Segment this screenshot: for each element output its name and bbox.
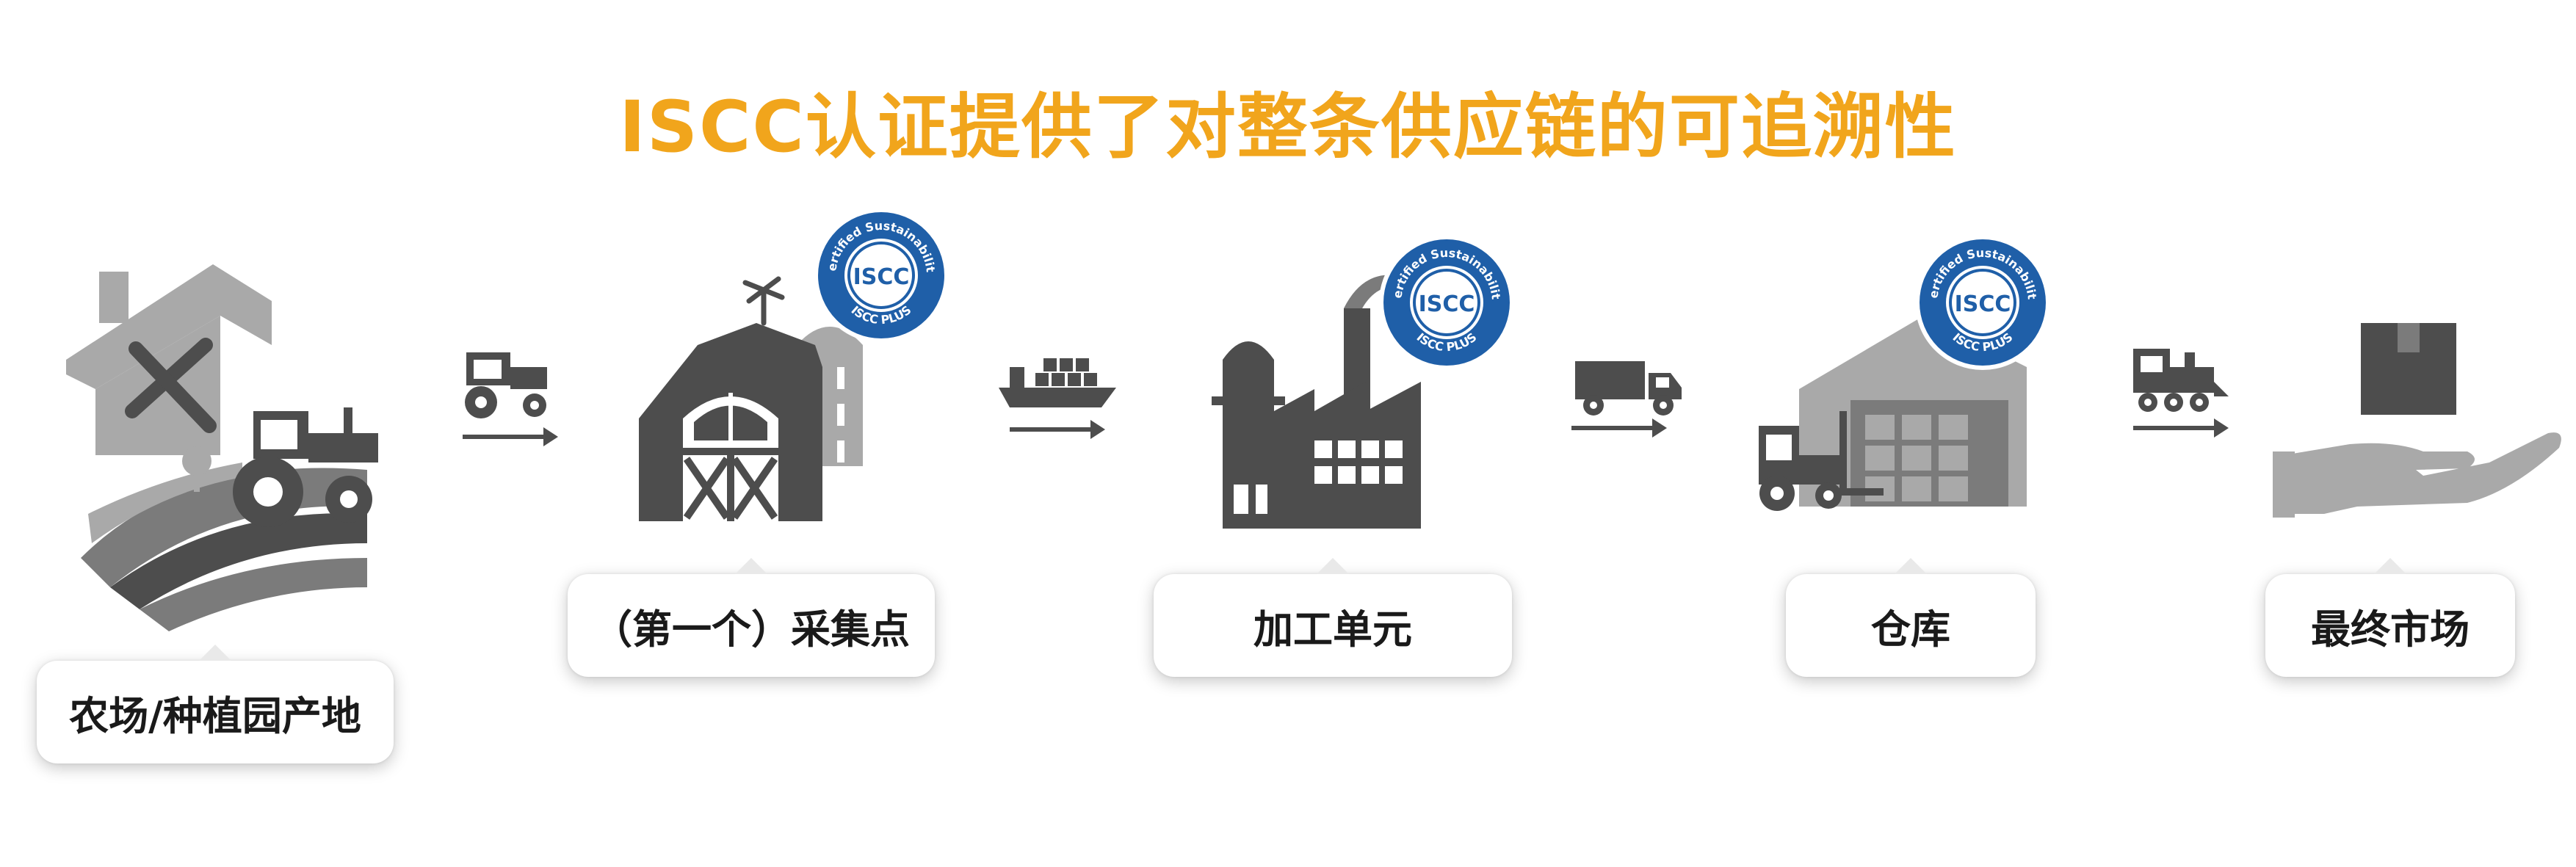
truck-icon [1575,361,1682,416]
diagram-title: ISCC认证提供了对整条供应链的可追溯性 [619,86,1957,168]
iscc-seal-2: ISCC Certified Sustainability ISCC PLUS [1378,233,1516,371]
iscc-seal-3: ISCC Certified Sustainability ISCC PLUS [1914,233,2052,371]
stage-label-processing-unit: 加工单元 [1154,558,1512,677]
stage-label-warehouse: 仓库 [1786,558,2036,677]
seal-center-text: ISCC [1419,291,1475,317]
stage-label-farm: 农场/种植园产地 [37,645,394,763]
farm-icon [66,264,378,631]
arrow-4 [2133,418,2229,438]
arrow-1 [463,427,558,446]
seal-center-text: ISCC [853,264,910,290]
train-icon [2133,349,2229,412]
ship-icon [999,358,1116,407]
stage-label-collection-point: （第一个）采集点 [568,558,935,677]
arrow-3 [1571,418,1667,438]
seal-center-text: ISCC [1955,291,2011,317]
market-hand-icon [2273,323,2561,518]
factory-icon [1212,258,1439,529]
stage-label-final-market: 最终市场 [2265,558,2515,677]
tractor-icon [465,352,547,418]
iscc-seal-1: ISCC Certified Sustainability ISCC PLUS [812,206,950,344]
barn-icon [639,276,863,521]
arrow-2 [1010,420,1105,439]
